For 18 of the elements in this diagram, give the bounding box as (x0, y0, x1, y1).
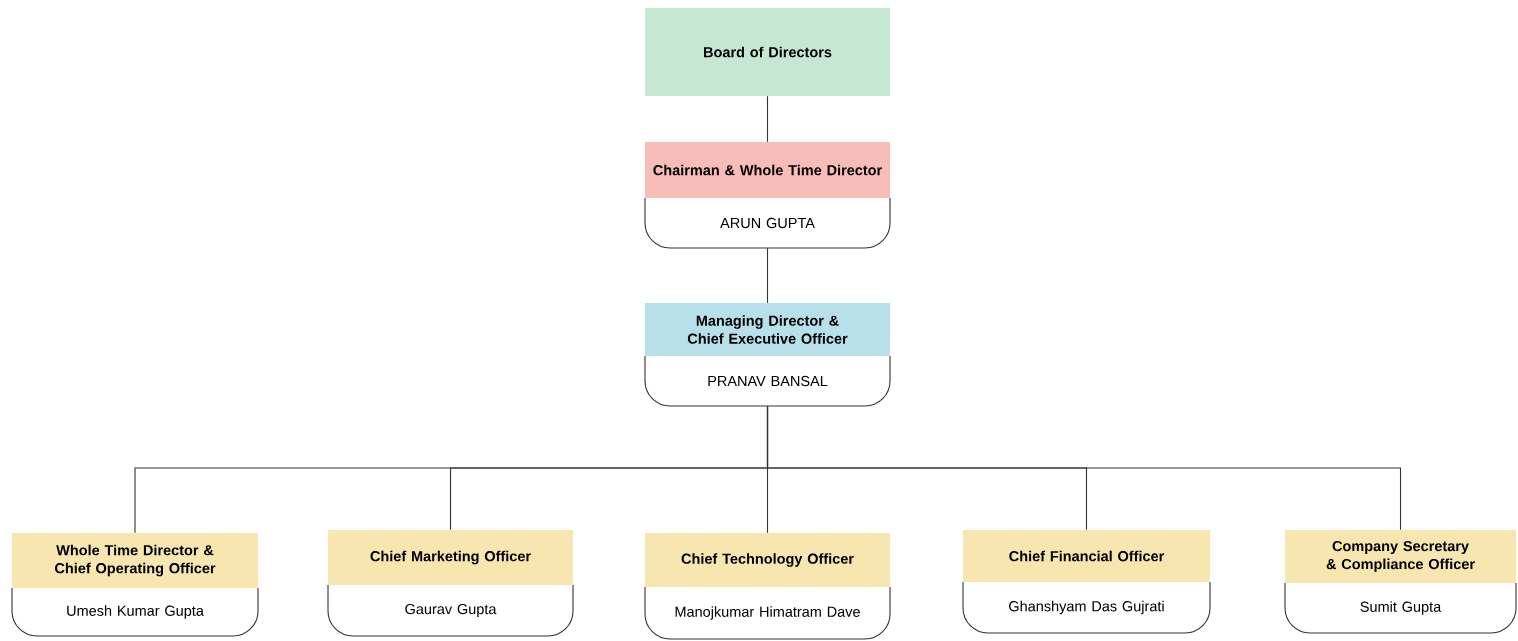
role-card: Whole Time Director & Chief Operating Officer Umesh Kumar Gupta (11, 533, 259, 637)
node-label: Umesh Kumar Gupta (67, 605, 204, 619)
node-label: Manojkumar Himatram Dave (675, 606, 860, 620)
connector-line (766, 405, 1402, 531)
role-card: Company Secretary & Compliance Officer Sumit Gupta (1284, 530, 1517, 634)
role-card: Chairman & Whole Time Director ARUN GUPTA (644, 142, 891, 249)
title-box: Board of Directors (645, 8, 890, 96)
node-label: ARUN GUPTA (720, 217, 815, 229)
node-label: PRANAV BANSAL (708, 375, 828, 387)
role-card: Chief Financial Officer Ghanshyam Das Gujrati (962, 530, 1211, 634)
node-label: Sumit Gupta (1360, 601, 1442, 615)
role-card: Chief Marketing Officer Gaurav Gupta (327, 530, 574, 637)
role-card: Chief Technology Officer Manojkumar Himatram Dave (644, 533, 891, 640)
node-label: Gaurav Gupta (405, 603, 497, 618)
connector-line (766, 95, 769, 143)
node-label: Ghanshyam Das Gujrati (1009, 600, 1164, 615)
role-card: Managing Director & Chief Executive Officer PRANAV BANSAL (644, 303, 891, 407)
connector-line (766, 247, 769, 304)
